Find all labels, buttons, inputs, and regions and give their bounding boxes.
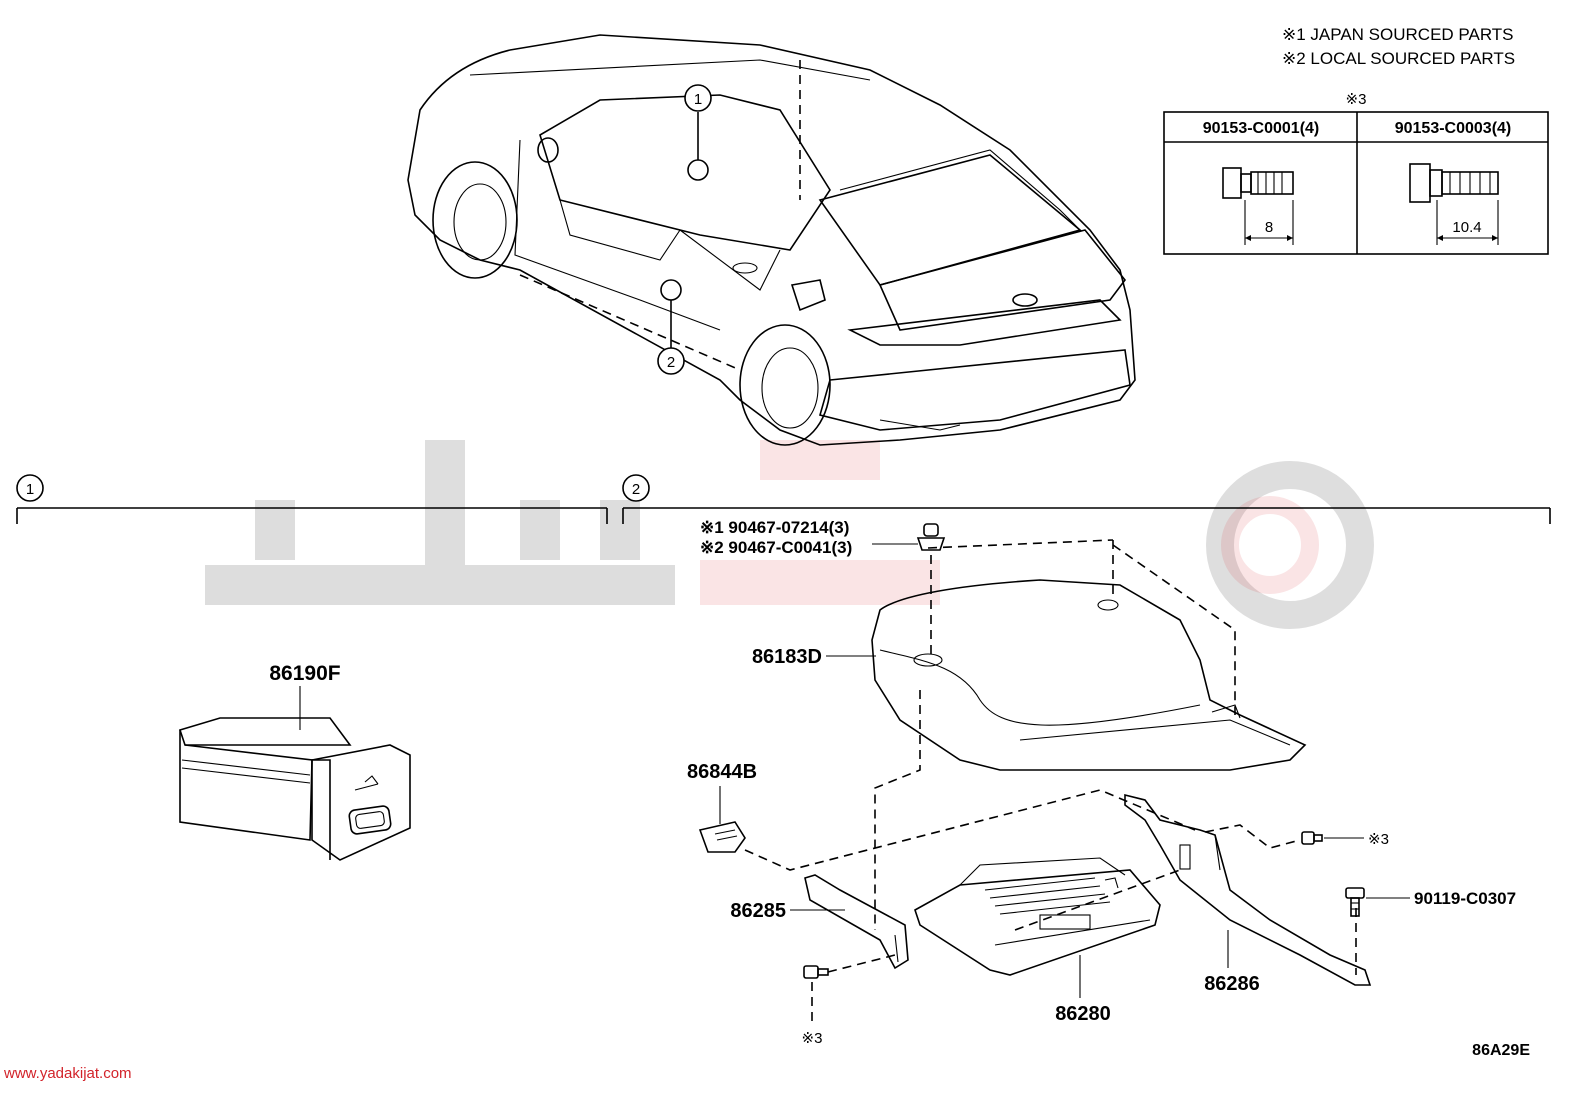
svg-text:2: 2 — [667, 354, 675, 371]
dashed-guide — [1204, 824, 1301, 849]
dashed-guide — [1112, 544, 1236, 715]
bolt-table-marker: ※3 — [1346, 91, 1367, 108]
part-label-90119-c0307[interactable]: 90119-C0307 — [1414, 889, 1516, 908]
bolt-length-10-4: 10.4 — [1452, 219, 1481, 236]
ecu-cover-illustration — [871, 579, 1307, 771]
website-link[interactable]: www.yadakijat.com — [3, 1065, 132, 1082]
part-label-86286[interactable]: 86286 — [1204, 973, 1260, 995]
bolt-ref-bottom[interactable]: ※3 — [802, 1030, 823, 1047]
bolt-ref-right[interactable]: ※3 — [1368, 831, 1389, 848]
car-callout-1[interactable]: 1 — [684, 84, 712, 112]
bracket-left-illustration — [804, 874, 909, 970]
ecu-module-illustration — [914, 857, 1161, 976]
diagram-code: 86A29E — [1472, 1042, 1530, 1059]
dashed-guide — [874, 690, 921, 930]
part-label-90467-07214[interactable]: ※1 90467-07214(3) — [700, 518, 849, 537]
note-local-sourced: ※2 LOCAL SOURCED PARTS — [1282, 49, 1515, 68]
watermark-logo-red — [700, 440, 1319, 605]
part-label-90467-c0041[interactable]: ※2 90467-C0041(3) — [700, 538, 852, 557]
bolt-part-90153-c0001: 90153-C0001(4) — [1203, 120, 1320, 137]
clip-icon — [916, 523, 946, 551]
dashed-guide — [927, 539, 1114, 549]
section-2-header: 2 — [622, 474, 1551, 524]
usb-port-illustration — [178, 717, 411, 861]
svg-text:1: 1 — [26, 481, 34, 498]
watermark-logo — [205, 440, 1374, 629]
section-1-header: 1 — [16, 474, 608, 524]
bolt-icon — [1409, 163, 1499, 245]
part-label-86190f[interactable]: 86190F — [269, 662, 340, 685]
part-label-86285[interactable]: 86285 — [730, 900, 786, 922]
car-callout-2[interactable]: 2 — [657, 347, 685, 375]
part-label-86183d[interactable]: 86183D — [752, 646, 822, 668]
car-illustration — [407, 34, 1136, 446]
part-label-86280[interactable]: 86280 — [1055, 1003, 1111, 1025]
bolt-icon — [803, 965, 829, 979]
bolt-table: ※3 90153-C0001(4) 90153-C0003(4) 8 — [1163, 91, 1549, 255]
dashed-guide — [827, 954, 896, 973]
bolt-icon — [1345, 887, 1365, 917]
part-label-86844b[interactable]: 86844B — [687, 761, 757, 783]
svg-text:2: 2 — [632, 481, 640, 498]
bolt-icon — [1222, 167, 1294, 245]
bracket-right-illustration — [1124, 793, 1372, 986]
cap-icon — [698, 821, 746, 853]
svg-text:1: 1 — [694, 91, 702, 108]
bolt-length-8: 8 — [1265, 219, 1273, 236]
bolt-part-90153-c0003: 90153-C0003(4) — [1395, 120, 1512, 137]
note-japan-sourced: ※1 JAPAN SOURCED PARTS — [1282, 25, 1514, 44]
bolt-icon — [1301, 831, 1323, 845]
dashed-guide — [744, 789, 1196, 871]
